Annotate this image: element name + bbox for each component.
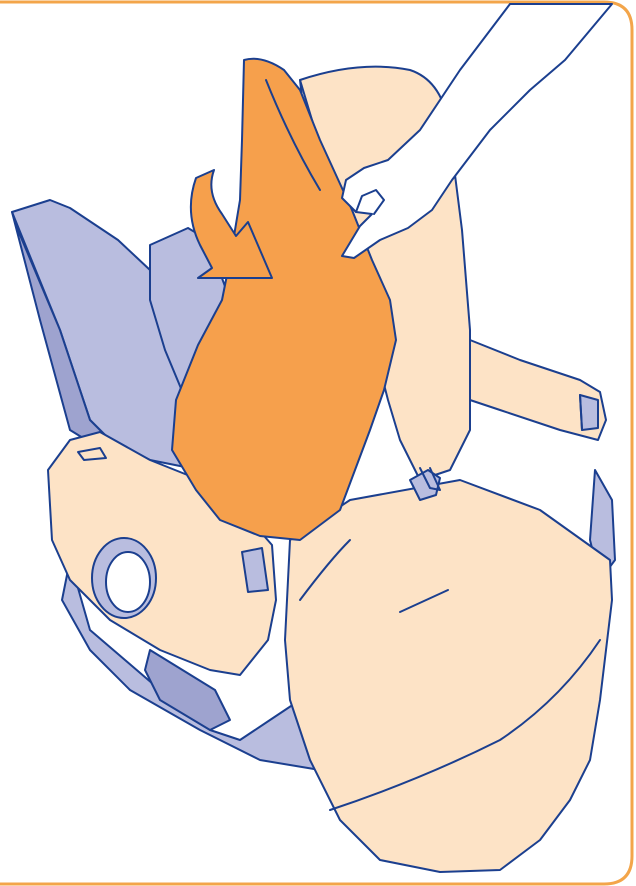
instruction-illustration <box>0 0 636 886</box>
illustration-frame <box>0 0 636 886</box>
